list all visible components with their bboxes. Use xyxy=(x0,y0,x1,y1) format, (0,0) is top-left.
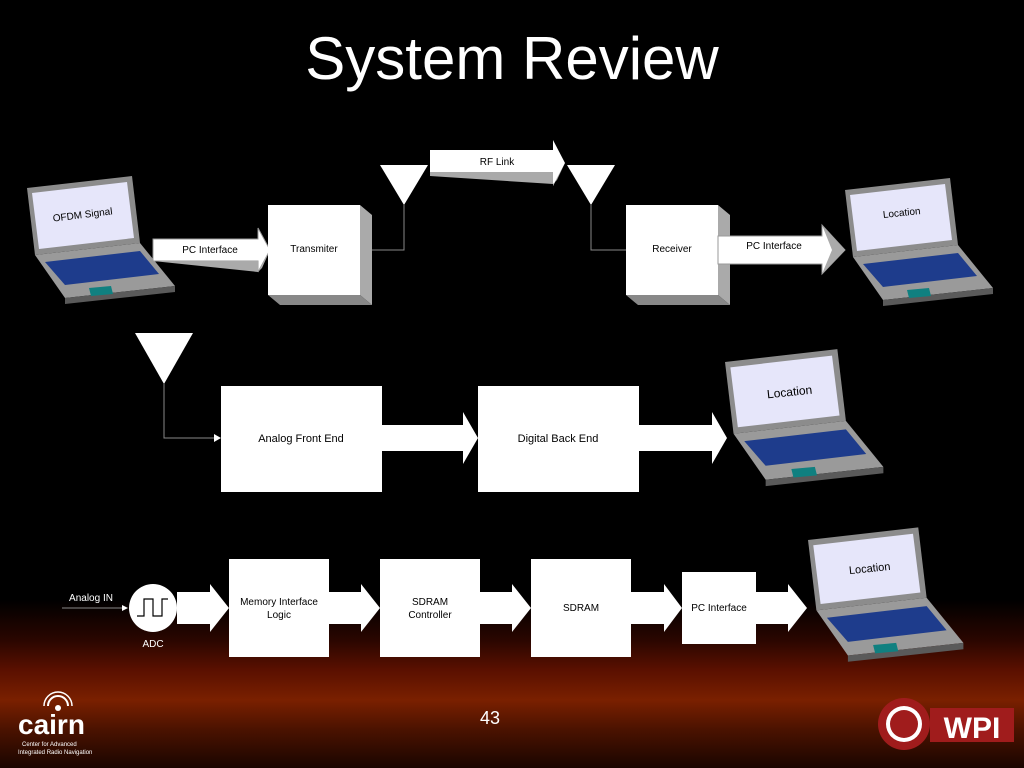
wpi-wordmark: WPI xyxy=(944,712,1001,745)
sdram-box: SDRAM xyxy=(531,559,631,657)
laptop-right-screen-label: Location xyxy=(882,206,921,221)
tx-antenna-icon xyxy=(380,165,428,205)
rf-link-arrow: RF Link xyxy=(430,140,565,186)
pc-interface-left-arrow: PC Interface xyxy=(152,227,271,273)
adc-label: ADC xyxy=(142,639,163,650)
dbe-to-laptop-arrow xyxy=(639,412,727,464)
pc-interface-right-label: PC Interface xyxy=(746,241,802,252)
sdram-to-pc-arrow xyxy=(631,584,682,632)
pc-to-laptop-arrow xyxy=(756,584,807,632)
memory-interface-label-1: Memory Interface xyxy=(240,597,318,608)
memory-interface-label-2: Logic xyxy=(267,610,291,621)
afe-to-dbe-arrow xyxy=(382,412,478,464)
pc-interface-right-arrow: PC Interface xyxy=(717,223,846,276)
rf-link-label: RF Link xyxy=(480,157,515,168)
pc-interface-box: PC Interface xyxy=(682,572,756,644)
laptop-row2-screen-label: Location xyxy=(766,383,813,402)
analog-in-arrowhead xyxy=(122,605,128,611)
row2-antenna-arrowhead xyxy=(214,434,221,442)
memory-interface-box: Memory Interface Logic xyxy=(229,559,329,657)
wpi-logo: WPI xyxy=(878,698,1014,750)
laptop-right: Location xyxy=(845,178,993,306)
cairn-logo: cairn Center for Advanced Integrated Rad… xyxy=(18,691,92,756)
cairn-wordmark: cairn xyxy=(18,709,85,740)
ctrl-to-sdram-arrow xyxy=(480,584,531,632)
laptop-row3: Location xyxy=(808,527,964,662)
rx-antenna-line xyxy=(590,205,626,251)
pc-interface-label: PC Interface xyxy=(691,603,747,614)
sdram-controller-label-1: SDRAM xyxy=(412,597,448,608)
slide-title: System Review xyxy=(305,25,719,92)
row2-antenna-line xyxy=(163,384,214,439)
rx-antenna-icon xyxy=(567,165,615,205)
digital-back-end-label: Digital Back End xyxy=(518,433,599,445)
page-number: 43 xyxy=(479,708,501,728)
tx-antenna-line xyxy=(372,205,405,251)
sdram-controller-box: SDRAM Controller xyxy=(380,559,480,657)
sdram-label: SDRAM xyxy=(563,603,599,614)
laptop-row3-screen-label: Location xyxy=(848,561,891,577)
receiver-label: Receiver xyxy=(652,244,692,255)
row2-antenna-icon xyxy=(135,333,193,384)
transmitter-label: Transmiter xyxy=(290,244,338,255)
adc-icon xyxy=(129,584,177,632)
receiver-box: Receiver xyxy=(626,205,730,305)
analog-front-end-box: Analog Front End xyxy=(221,386,382,492)
sdram-controller-label-2: Controller xyxy=(408,610,452,621)
analog-in-label: Analog IN xyxy=(69,593,113,604)
laptop-left: OFDM Signal xyxy=(27,176,175,304)
pc-interface-left-label: PC Interface xyxy=(182,245,238,256)
mem-to-ctrl-arrow xyxy=(329,584,380,632)
laptop-row2: Location xyxy=(725,349,884,487)
cairn-tagline-1: Center for Advanced xyxy=(22,742,77,748)
transmitter-box: Transmiter xyxy=(268,205,372,305)
digital-back-end-box: Digital Back End xyxy=(478,386,639,492)
analog-front-end-label: Analog Front End xyxy=(258,433,344,445)
cairn-tagline-2: Integrated Radio Navigation xyxy=(18,750,92,756)
adc-to-mem-arrow xyxy=(177,584,229,632)
